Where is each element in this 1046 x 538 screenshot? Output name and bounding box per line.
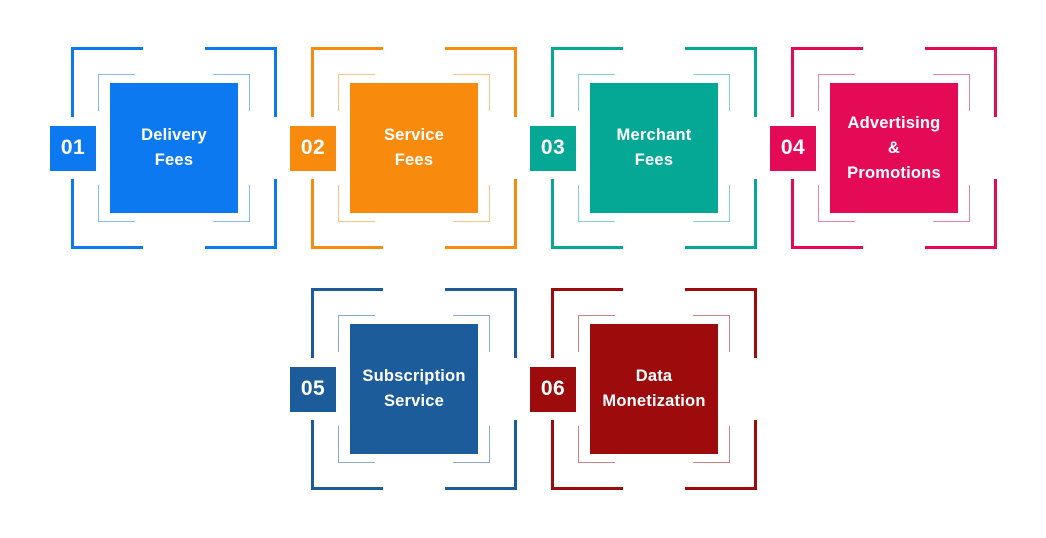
revenue-item-02: 02 Service Fees	[290, 47, 517, 249]
item-card: Merchant Fees	[590, 83, 718, 213]
inner-bracket-bottom-left	[818, 185, 855, 222]
outer-bracket-top-left	[551, 288, 623, 358]
item-label: Data Monetization	[602, 367, 706, 410]
item-number-badge: 01	[50, 125, 96, 171]
item-card: Data Monetization	[590, 324, 718, 454]
inner-bracket-top-left	[578, 74, 615, 111]
outer-bracket-bottom-right	[205, 179, 277, 249]
outer-bracket-top-right	[445, 288, 517, 358]
outer-bracket-bottom-left	[551, 420, 623, 490]
inner-bracket-bottom-right	[453, 185, 490, 222]
outer-bracket-bottom-right	[925, 179, 997, 249]
inner-bracket-bottom-left	[338, 426, 375, 463]
outer-bracket-bottom-left	[311, 420, 383, 490]
outer-bracket-top-left	[791, 47, 863, 117]
inner-bracket-top-left	[338, 315, 375, 352]
inner-bracket-top-right	[453, 315, 490, 352]
outer-bracket-top-left	[311, 288, 383, 358]
item-card: Subscription Service	[350, 324, 478, 454]
revenue-item-05: 05 Subscription Service	[290, 288, 517, 490]
inner-bracket-top-left	[98, 74, 135, 111]
outer-bracket-top-right	[685, 47, 757, 117]
outer-bracket-bottom-left	[791, 179, 863, 249]
item-number-badge: 02	[290, 125, 336, 171]
revenue-item-04: 04 Advertising & Promotions	[770, 47, 997, 249]
outer-bracket-bottom-right	[445, 179, 517, 249]
inner-bracket-top-right	[933, 74, 970, 111]
item-number-badge: 06	[530, 366, 576, 412]
outer-bracket-bottom-right	[685, 420, 757, 490]
inner-bracket-top-right	[693, 315, 730, 352]
inner-bracket-bottom-left	[578, 185, 615, 222]
inner-bracket-top-left	[338, 74, 375, 111]
item-number-badge: 04	[770, 125, 816, 171]
inner-bracket-bottom-left	[98, 185, 135, 222]
inner-bracket-bottom-right	[693, 185, 730, 222]
outer-bracket-top-right	[925, 47, 997, 117]
item-label: Advertising & Promotions	[847, 113, 941, 182]
item-number-badge: 03	[530, 125, 576, 171]
inner-bracket-bottom-right	[693, 426, 730, 463]
item-label: Delivery Fees	[141, 126, 207, 169]
outer-bracket-top-right	[445, 47, 517, 117]
revenue-item-06: 06 Data Monetization	[530, 288, 757, 490]
outer-bracket-bottom-left	[551, 179, 623, 249]
item-label: Subscription Service	[362, 367, 466, 410]
item-number-badge: 05	[290, 366, 336, 412]
outer-bracket-top-left	[311, 47, 383, 117]
item-label: Merchant Fees	[616, 126, 692, 169]
revenue-item-03: 03 Merchant Fees	[530, 47, 757, 249]
outer-bracket-top-left	[551, 47, 623, 117]
inner-bracket-top-left	[578, 315, 615, 352]
inner-bracket-bottom-right	[213, 185, 250, 222]
outer-bracket-bottom-right	[685, 179, 757, 249]
outer-bracket-bottom-left	[311, 179, 383, 249]
item-card: Service Fees	[350, 83, 478, 213]
inner-bracket-top-right	[213, 74, 250, 111]
item-card: Advertising & Promotions	[830, 83, 958, 213]
inner-bracket-top-right	[453, 74, 490, 111]
revenue-item-01: 01 Delivery Fees	[50, 47, 277, 249]
outer-bracket-bottom-left	[71, 179, 143, 249]
item-label: Service Fees	[383, 126, 445, 169]
outer-bracket-top-right	[205, 47, 277, 117]
outer-bracket-top-right	[685, 288, 757, 358]
inner-bracket-bottom-left	[338, 185, 375, 222]
inner-bracket-bottom-right	[933, 185, 970, 222]
inner-bracket-top-left	[818, 74, 855, 111]
outer-bracket-bottom-right	[445, 420, 517, 490]
inner-bracket-top-right	[693, 74, 730, 111]
inner-bracket-bottom-left	[578, 426, 615, 463]
item-card: Delivery Fees	[110, 83, 238, 213]
inner-bracket-bottom-right	[453, 426, 490, 463]
outer-bracket-top-left	[71, 47, 143, 117]
